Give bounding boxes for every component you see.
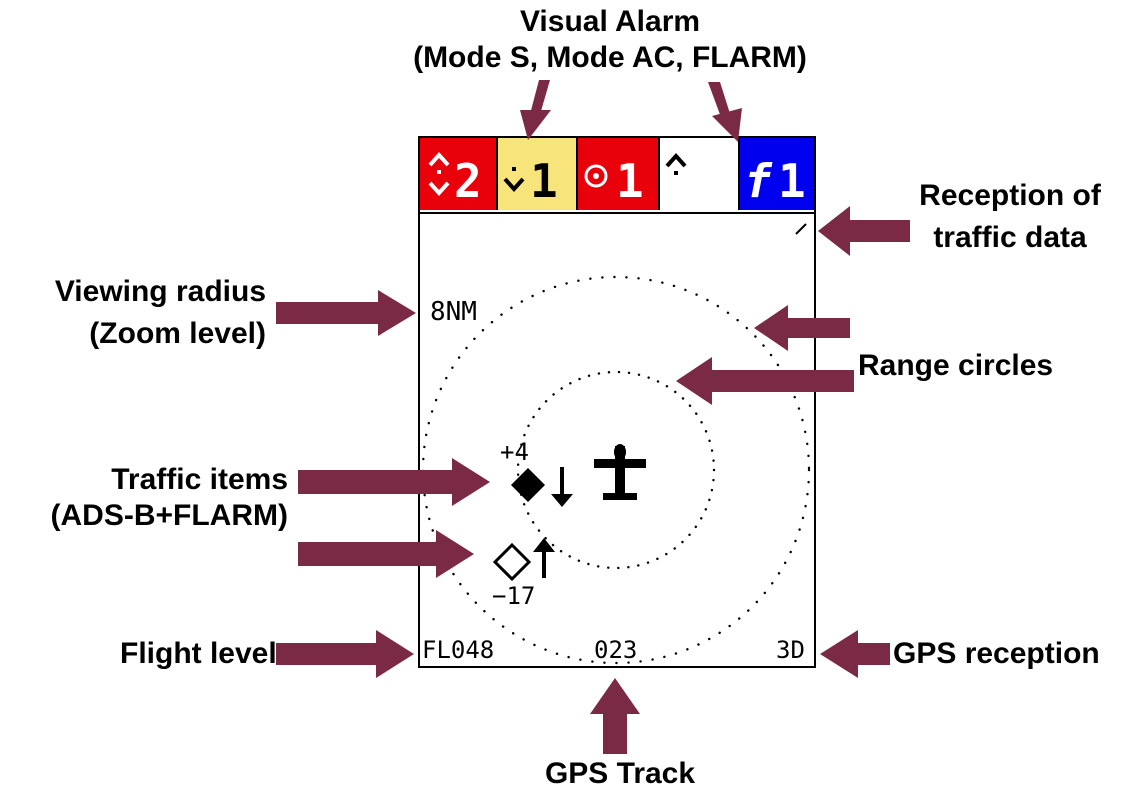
- alarm-cell-descend: 1: [496, 138, 576, 210]
- traffic-filled-diamond-icon: [511, 468, 545, 502]
- visual-alarm-title: Visual Alarm: [519, 5, 701, 38]
- visual-alarm-arrow-left: [520, 80, 551, 140]
- traffic-display: 2 1 1 f 1 8NM FL0: [418, 136, 816, 668]
- alarm-count: 2: [454, 154, 482, 208]
- up-down-chevrons-icon: [428, 152, 450, 196]
- down-chevron-icon: [503, 167, 525, 192]
- traffic-items-line2: (ADS-B+FLARM): [50, 499, 288, 532]
- alarm-bar: 2 1 1 f 1: [420, 138, 814, 214]
- gps-reception-label: GPS reception: [893, 637, 1100, 670]
- own-aircraft-icon: [594, 444, 646, 500]
- climb-trend-arrow-icon: [533, 538, 555, 578]
- traffic-items-line1: Traffic items: [111, 463, 288, 496]
- up-chevron-icon: [665, 153, 687, 175]
- range-circles-arrow-inner: [676, 357, 854, 405]
- gps-reception-arrow: [820, 630, 890, 678]
- reception-label-line1: Reception of: [919, 179, 1101, 212]
- inner-range-circle: [516, 370, 716, 570]
- visual-alarm-arrow-right: [708, 82, 742, 142]
- gps-status: 3D: [776, 636, 805, 664]
- reception-arrow: [818, 206, 910, 256]
- flarm-f-icon: f: [744, 154, 772, 208]
- gps-track-label: GPS Track: [544, 757, 696, 790]
- traffic-item-arrow-1: [298, 458, 490, 506]
- viewing-radius-line2: (Zoom level): [89, 317, 266, 350]
- alarm-cell-flarm: f 1: [738, 138, 814, 210]
- reception-indicator-icon: [795, 223, 807, 235]
- descend-trend-arrow-icon: [551, 467, 573, 507]
- visual-alarm-label: Visual Alarm (Mode S, Mode AC, FLARM): [360, 4, 860, 76]
- gps-track-arrow: [590, 678, 640, 754]
- traffic-altitude-label: −17: [492, 582, 536, 610]
- traffic-items-label: Traffic items (ADS-B+FLARM): [0, 462, 288, 534]
- alarm-cell-target: 1: [576, 138, 658, 210]
- flight-level-readout: FL048: [422, 636, 495, 664]
- range-circles-label: Range circles: [858, 349, 1054, 382]
- gps-track-readout: 023: [594, 636, 638, 664]
- alarm-cell-climb: [658, 138, 738, 210]
- viewing-radius-arrow: [276, 290, 416, 336]
- alarm-count: 1: [778, 154, 806, 208]
- alarm-count: 1: [530, 154, 558, 208]
- reception-label-line2: traffic data: [933, 221, 1087, 254]
- flight-level-arrow: [276, 630, 414, 678]
- traffic-altitude-label: +4: [500, 438, 529, 466]
- alarm-count: 1: [616, 154, 644, 208]
- traffic-hollow-diamond-icon: [492, 542, 532, 582]
- traffic-item-arrow-2: [298, 530, 474, 578]
- reception-label: Reception of traffic data: [890, 178, 1130, 256]
- alarm-cell-vertical: 2: [420, 138, 496, 210]
- viewing-radius-line1: Viewing radius: [54, 275, 266, 308]
- viewing-radius-label: Viewing radius (Zoom level): [0, 274, 266, 352]
- range-circles-arrow-outer: [754, 305, 850, 351]
- target-circle-icon: [584, 164, 608, 188]
- zoom-level: 8NM: [430, 297, 477, 327]
- visual-alarm-subtitle: (Mode S, Mode AC, FLARM): [413, 41, 807, 74]
- flight-level-label: Flight level: [120, 637, 277, 670]
